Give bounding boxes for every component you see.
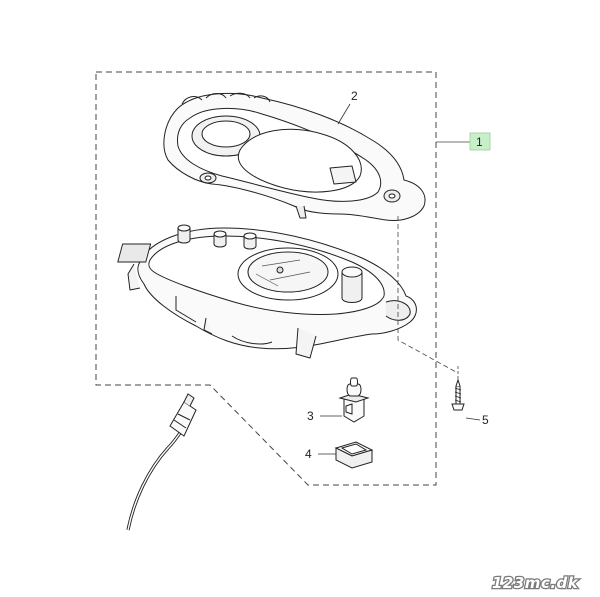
callout-1[interactable]: 1 (476, 135, 483, 149)
callout-4[interactable]: 4 (305, 447, 312, 461)
wire-harness (126, 393, 197, 531)
alignment-line (397, 216, 457, 373)
callout-2[interactable]: 2 (351, 89, 358, 103)
callout-5[interactable]: 5 (482, 413, 489, 427)
assembly-boundary (95, 71, 437, 486)
leader-5 (465, 417, 481, 421)
meter-cover-part-2 (163, 92, 426, 221)
bulb-socket-part-3 (338, 377, 370, 423)
meter-body (117, 224, 417, 359)
grommet-part-4 (334, 441, 374, 469)
callout-3[interactable]: 3 (307, 409, 314, 423)
screw-part-5 (451, 378, 465, 411)
leader-2 (337, 103, 351, 125)
watermark: 123mc.dk (492, 574, 579, 592)
callout-1-highlight (469, 132, 491, 151)
